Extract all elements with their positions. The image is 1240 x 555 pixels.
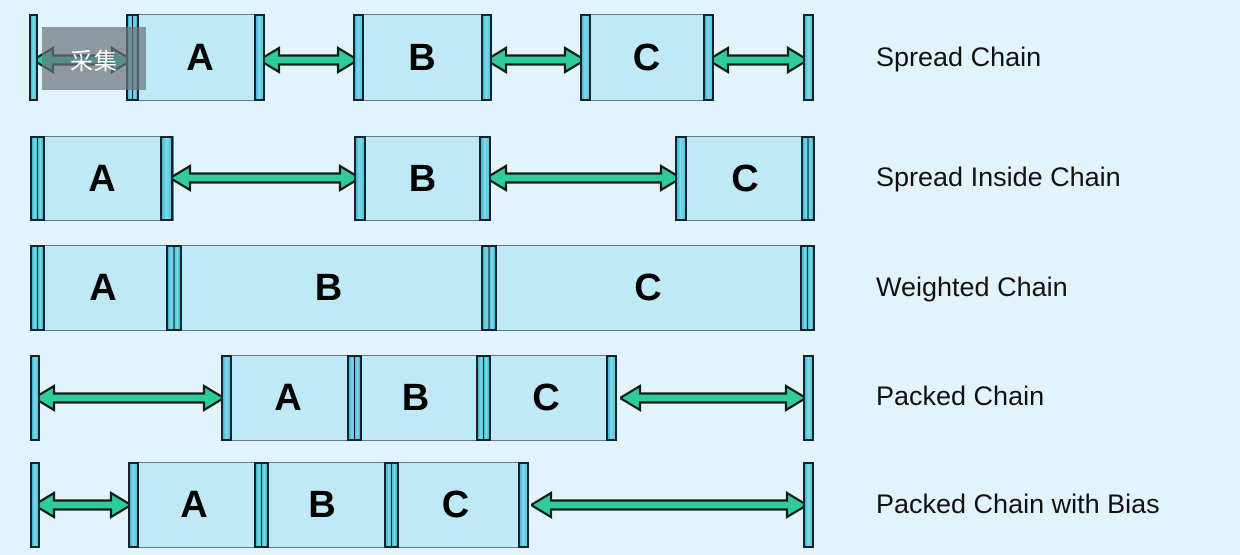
box-label: A xyxy=(274,377,302,419)
box-label: B xyxy=(408,36,436,79)
spring-packed-chain-0 xyxy=(34,383,224,413)
row-label-spread-chain: Spread Chain xyxy=(876,42,1042,72)
box-spread-chain-B: B xyxy=(353,14,491,101)
strut-packed-chain-with-bias-1 xyxy=(128,462,139,548)
box-weighted-chain-B: B xyxy=(166,245,491,331)
box-packed-chain-C: C xyxy=(476,355,616,441)
box-label: B xyxy=(401,377,430,419)
spring-packed-chain-1 xyxy=(620,383,806,413)
box-label: C xyxy=(632,36,661,79)
strut-spread-chain-7 xyxy=(803,14,814,101)
box-label: A xyxy=(88,157,116,200)
box-label: C xyxy=(532,377,560,419)
strut-spread-inside-chain-1 xyxy=(160,136,173,221)
strut-packed-chain-5 xyxy=(803,355,814,441)
strut-weighted-chain-3 xyxy=(800,245,815,331)
box-label: C xyxy=(634,267,662,309)
strut-spread-inside-chain-0 xyxy=(30,136,45,221)
spring-spread-chain-2 xyxy=(486,45,585,75)
strut-packed-chain-with-bias-0 xyxy=(30,462,40,548)
strut-packed-chain-1 xyxy=(221,355,232,441)
strut-spread-chain-2 xyxy=(254,14,265,101)
strut-spread-chain-6 xyxy=(703,14,714,101)
strut-spread-inside-chain-4 xyxy=(675,136,687,221)
strut-weighted-chain-2 xyxy=(481,245,497,331)
box-label: C xyxy=(441,484,470,526)
strut-spread-inside-chain-3 xyxy=(479,136,491,221)
box-spread-chain-A: A xyxy=(135,14,265,101)
box-packed-chain-B: B xyxy=(347,355,484,441)
strut-packed-chain-0 xyxy=(30,355,40,441)
row-label-weighted-chain: Weighted Chain xyxy=(876,272,1068,302)
strut-packed-chain-4 xyxy=(606,355,617,441)
strut-spread-inside-chain-2 xyxy=(354,136,366,221)
box-label: C xyxy=(731,157,759,200)
box-spread-chain-C: C xyxy=(580,14,713,101)
strut-packed-chain-3 xyxy=(476,355,491,441)
spring-packed-chain-with-bias-1 xyxy=(531,490,807,520)
box-packed-chain-with-bias-A: A xyxy=(128,462,260,548)
spring-spread-chain-3 xyxy=(708,45,808,75)
spring-spread-chain-1 xyxy=(259,45,358,75)
box-label: A xyxy=(180,484,208,526)
row-label-packed-chain: Packed Chain xyxy=(876,381,1045,411)
box-label: A xyxy=(89,267,117,309)
row-label-spread-inside-chain: Spread Inside Chain xyxy=(876,162,1121,192)
row-label-packed-chain-with-bias: Packed Chain with Bias xyxy=(876,489,1160,519)
strut-spread-chain-5 xyxy=(580,14,591,101)
strut-spread-chain-3 xyxy=(353,14,364,101)
strut-weighted-chain-0 xyxy=(30,245,45,331)
strut-spread-inside-chain-5 xyxy=(801,136,815,221)
strut-spread-chain-0 xyxy=(29,14,38,101)
box-spread-inside-chain-C: C xyxy=(675,136,815,221)
box-packed-chain-with-bias-B: B xyxy=(254,462,390,548)
box-packed-chain-with-bias-C: C xyxy=(384,462,527,548)
strut-packed-chain-with-bias-3 xyxy=(384,462,399,548)
box-spread-inside-chain-A: A xyxy=(30,136,174,221)
strut-spread-chain-4 xyxy=(481,14,492,101)
strut-packed-chain-with-bias-4 xyxy=(518,462,529,548)
strut-packed-chain-2 xyxy=(347,355,362,441)
box-label: B xyxy=(314,267,343,309)
box-label: B xyxy=(308,484,336,526)
box-label: B xyxy=(408,157,437,200)
capture-overlay-text: 采集 xyxy=(70,48,118,75)
spring-packed-chain-with-bias-0 xyxy=(34,490,131,520)
box-weighted-chain-C: C xyxy=(481,245,815,331)
spring-spread-inside-chain-1 xyxy=(486,163,681,193)
box-spread-inside-chain-B: B xyxy=(354,136,491,221)
strut-packed-chain-with-bias-5 xyxy=(803,462,814,548)
strut-packed-chain-with-bias-2 xyxy=(254,462,269,548)
spring-spread-inside-chain-0 xyxy=(170,163,360,193)
strut-weighted-chain-1 xyxy=(166,245,182,331)
box-label: A xyxy=(186,36,214,79)
box-weighted-chain-A: A xyxy=(30,245,176,331)
capture-overlay-tooltip: 采集 xyxy=(42,27,146,90)
